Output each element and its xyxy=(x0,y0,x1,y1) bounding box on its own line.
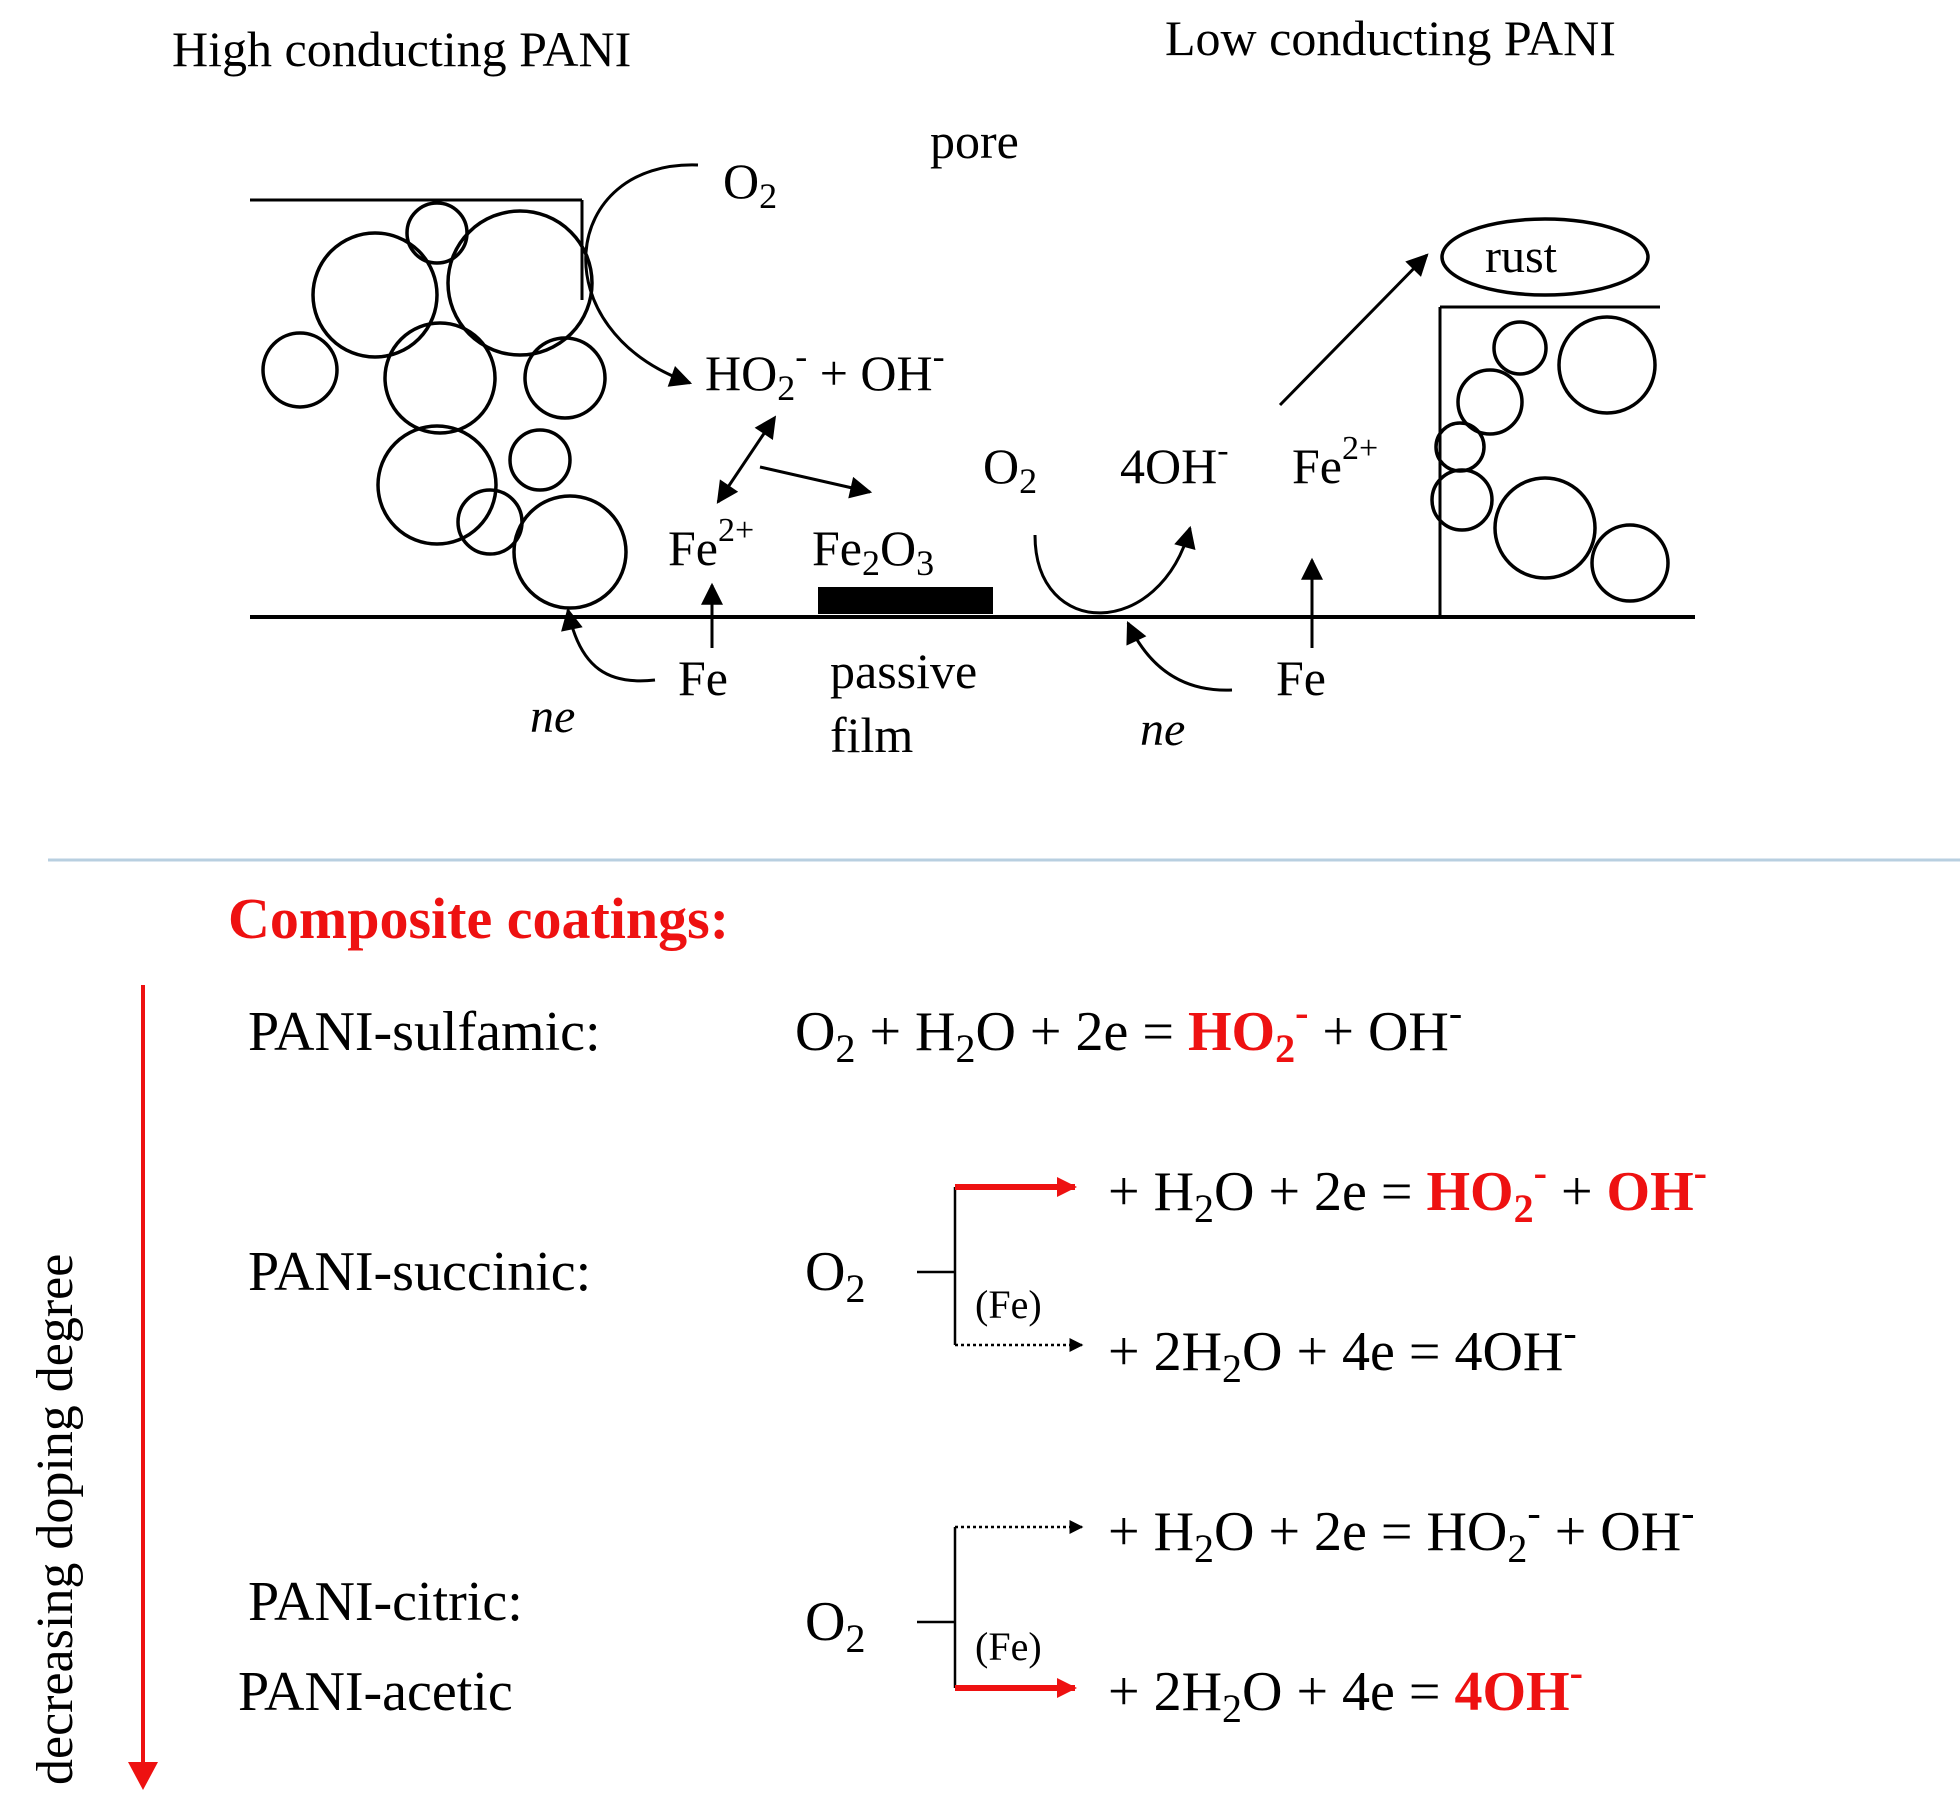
doping-degree-axis-label: decreasing doping degree xyxy=(27,1254,84,1785)
fe2-label-left: Fe2+ xyxy=(668,512,754,576)
pani-sulfamic-label: PANI-sulfamic: xyxy=(248,1001,601,1063)
citric-branch xyxy=(917,1520,1084,1698)
fe-label-left: Fe xyxy=(678,650,728,706)
fe2-label-right: Fe2+ xyxy=(1292,430,1378,494)
ne-label-left: ne xyxy=(530,690,575,743)
left-pani-particles xyxy=(261,201,628,610)
o2-diffusion-arrow xyxy=(584,163,699,387)
fe2-ho2-double-arrow xyxy=(716,415,777,504)
oxygen-reduction-arrow xyxy=(1033,525,1196,615)
o2-label-mid: O2 xyxy=(983,438,1037,501)
citric-upper-equation: + H2O + 2e = HO2- + OH- xyxy=(1108,1490,1695,1571)
rust-ellipse xyxy=(1440,217,1650,297)
pore-label: pore xyxy=(930,113,1019,169)
rust-label: rust xyxy=(1485,230,1558,283)
passive-film-bar xyxy=(818,587,993,614)
right-title: Low conducting PANI xyxy=(1165,10,1616,66)
passive-film-label-2: film xyxy=(830,707,913,763)
citric-o2: O2 xyxy=(805,1591,865,1661)
left-title: High conducting PANI xyxy=(172,21,631,77)
succinic-lower-equation: + 2H2O + 4e = 4OH- xyxy=(1108,1310,1577,1391)
o2-label-top: O2 xyxy=(723,153,777,216)
pani-acetic-label: PANI-acetic xyxy=(238,1661,513,1723)
fe2o3-label: Fe2O3 xyxy=(812,520,934,583)
citric-catalyst-label: (Fe) xyxy=(975,1624,1042,1669)
right-coating-frame xyxy=(1438,305,1660,617)
pani-succinic-label: PANI-succinic: xyxy=(248,1241,591,1303)
to-fe2o3-arrow xyxy=(759,465,873,499)
rust-formation-arrow xyxy=(1278,253,1429,407)
electron-arrow-left xyxy=(561,607,656,683)
succinic-branch xyxy=(917,1177,1084,1352)
succinic-upper-equation: + H2O + 2e = HO2- + OH- xyxy=(1108,1150,1707,1231)
citric-lower-equation: + 2H2O + 4e = 4OH- xyxy=(1108,1650,1583,1731)
left-coating-frame xyxy=(250,198,584,300)
ne-label-right: ne xyxy=(1140,703,1185,756)
sulfamic-equation: O2 + H2O + 2e = HO2- + OH- xyxy=(795,990,1462,1071)
fe-label-right: Fe xyxy=(1276,650,1326,706)
ho2-oh-label: HO2- + OH- xyxy=(705,336,945,408)
composite-coatings-title: Composite coatings: xyxy=(228,886,729,951)
pani-citric-label: PANI-citric: xyxy=(248,1571,523,1633)
passive-film-label-1: passive xyxy=(830,643,977,699)
right-pani-particles xyxy=(1430,315,1670,603)
electron-arrow-right xyxy=(1126,621,1233,692)
doping-degree-axis-arrowhead xyxy=(128,1762,158,1790)
succinic-o2: O2 xyxy=(805,1241,865,1311)
four-oh-label: 4OH- xyxy=(1120,432,1229,494)
succinic-catalyst-label: (Fe) xyxy=(975,1282,1042,1327)
